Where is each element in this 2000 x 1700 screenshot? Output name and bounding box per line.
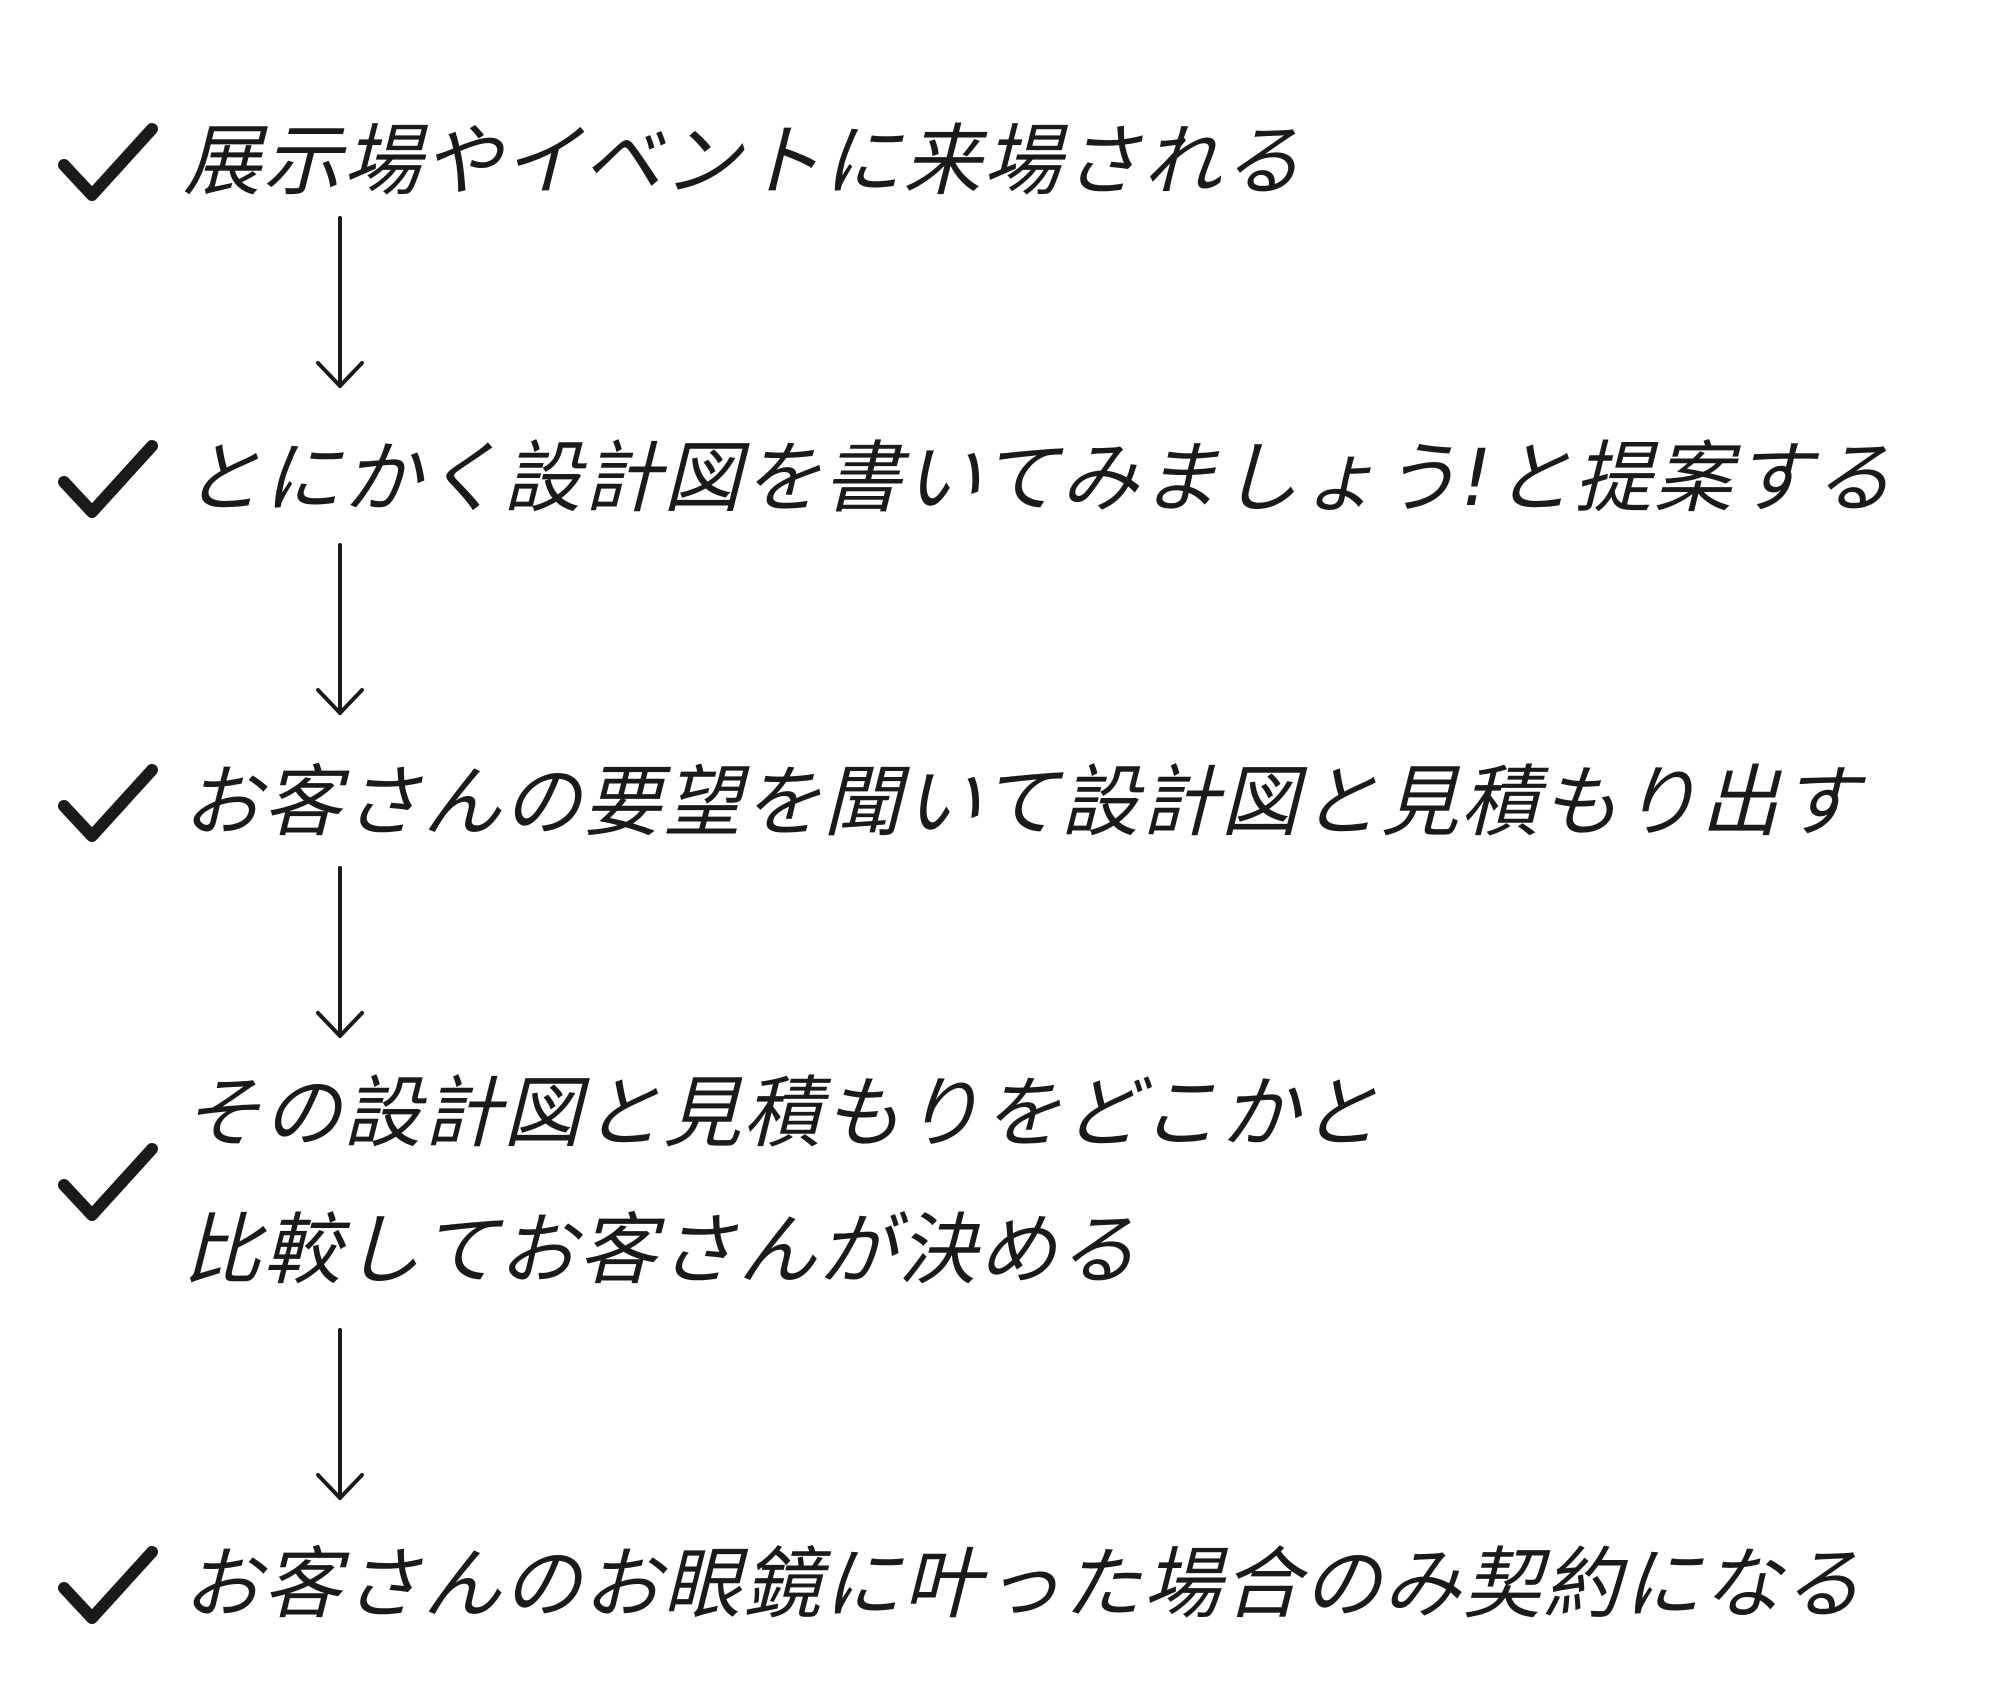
down-arrow-icon	[310, 1328, 370, 1502]
step-1-text: 展示場やイベントに来場される	[183, 117, 1304, 207]
step-2-text: とにかく設計図を書いてみましょう!と提案する	[183, 434, 1894, 524]
step-4-text-line-2: 比較してお客さんが決める	[183, 1206, 1139, 1296]
down-arrow-icon	[310, 543, 370, 717]
down-arrow-icon	[310, 866, 370, 1040]
down-arrow-icon	[310, 216, 370, 390]
check-mark-icon	[58, 440, 158, 520]
step-5-text: お客さんのお眼鏡に叶った場合のみ契約になる	[183, 1540, 1864, 1630]
step-3-text: お客さんの要望を聞いて設計図と見積もり出す	[183, 758, 1861, 848]
check-mark-icon	[58, 123, 158, 203]
check-mark-icon	[58, 1143, 158, 1223]
step-4-text-line-1: その設計図と見積もりをどこかと	[183, 1069, 1381, 1159]
check-mark-icon	[58, 764, 158, 844]
check-mark-icon	[58, 1546, 158, 1626]
